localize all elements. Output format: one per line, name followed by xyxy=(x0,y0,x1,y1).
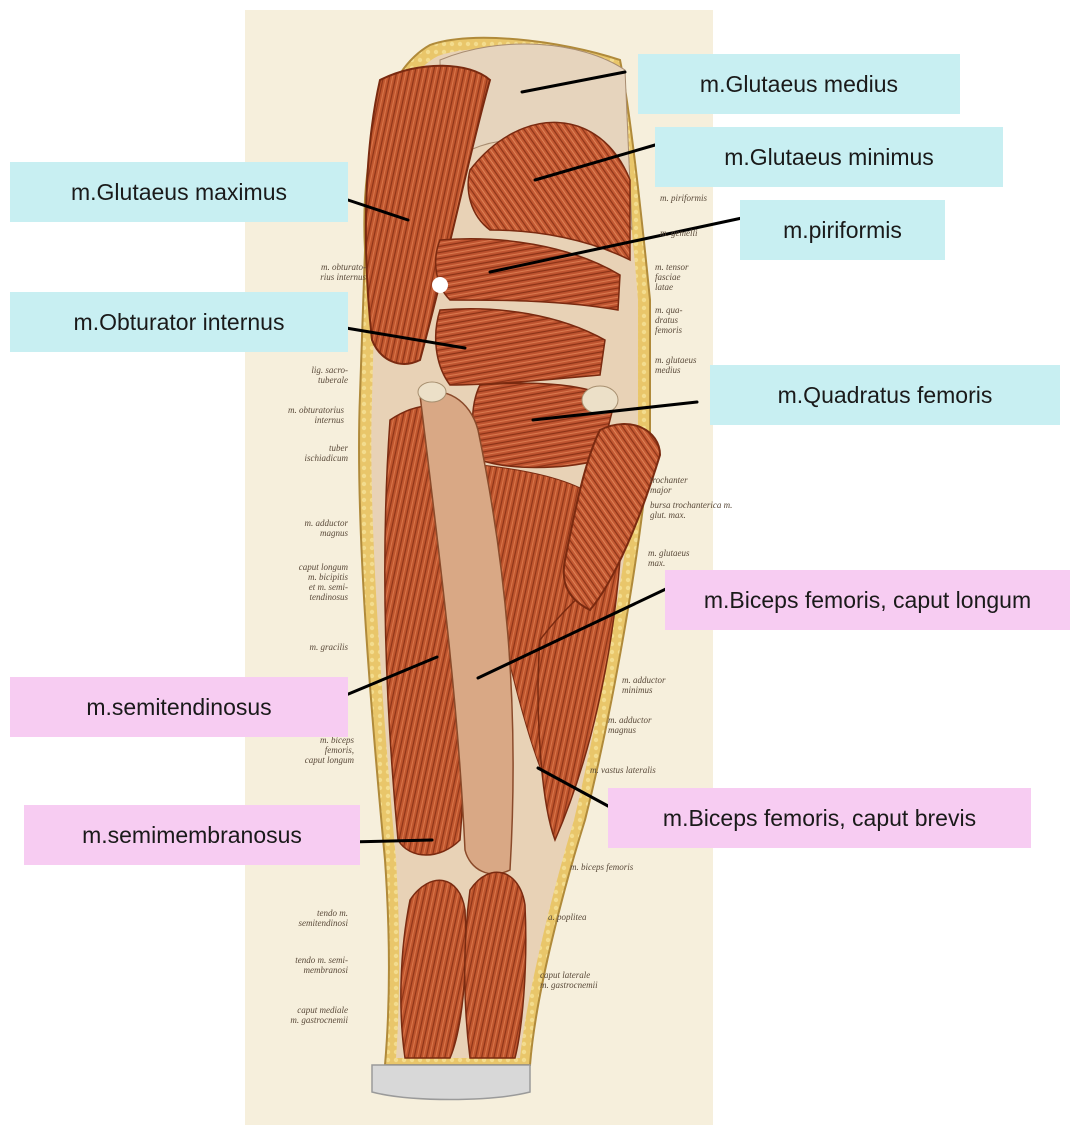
annotation-poplitea: a. poplitea xyxy=(548,912,628,922)
label-biceps-femoris-longum: m.Biceps femoris, caput longum xyxy=(665,570,1070,630)
gastrocnemius-lateral-head xyxy=(465,872,526,1058)
annotation-obturatorius-internus: m. obturato- rius internus xyxy=(268,262,366,282)
annotation-tendo-semitendinosi: tendo m. semitendinosi xyxy=(262,908,348,928)
gastrocnemius-medial-head xyxy=(401,880,466,1058)
annotation-tensor-fasciae: m. tensor fasciae latae xyxy=(655,262,711,292)
label-semimembranosus: m.semimembranosus xyxy=(24,805,360,865)
annotation-glutaeus-medius: m. glutaeus medius xyxy=(655,355,711,375)
annotation-quadratus: m. qua- dratus femoris xyxy=(655,305,711,335)
annotation-biceps-caput-longum: m. biceps femoris, caput longum xyxy=(262,735,354,765)
annotation-bursa: bursa trochanterica m. glut. max. xyxy=(650,500,712,520)
label-piriformis: m.piriformis xyxy=(740,200,945,260)
label-obturator-internus: m.Obturator internus xyxy=(10,292,348,352)
label-glutaeus-minimus: m.Glutaeus minimus xyxy=(655,127,1003,187)
annotation-obturatorius-internus-2: m. obturatorius internus xyxy=(252,405,344,425)
label-quadratus-femoris: m.Quadratus femoris xyxy=(710,365,1060,425)
ischial-tuberosity xyxy=(418,382,446,402)
annotation-gemelli: m. gemelli xyxy=(660,228,712,238)
annotation-vastus-lateralis: m. vastus lateralis xyxy=(590,765,690,775)
label-glutaeus-medius: m.Glutaeus medius xyxy=(638,54,960,114)
annotation-caput-laterale: caput laterale m. gastrocnemii xyxy=(540,970,640,990)
annotation-lig-sacrotuberale: lig. sacro- tuberale xyxy=(268,365,348,385)
annotation-adductor-minimus: m. adductor minimus xyxy=(622,675,692,695)
annotation-gracilis: m. gracilis xyxy=(262,642,348,652)
annotation-glutaeus-max: m. glutaeus max. xyxy=(648,548,708,568)
annotation-tuber-ischiadicum: tuber ischiadicum xyxy=(262,443,348,463)
annotation-caput-longum: caput longum m. bicipitis et m. semi- te… xyxy=(262,562,348,602)
label-biceps-femoris-brevis: m.Biceps femoris, caput brevis xyxy=(608,788,1031,848)
leader-semimembranosus xyxy=(348,840,432,842)
annotation-adductor-magnus-r: m. adductor magnus xyxy=(608,715,678,735)
sciatic-notch xyxy=(432,277,448,293)
annotation-biceps-femoris: m. biceps femoris xyxy=(570,862,670,872)
annotation-tendo-semimembranosi: tendo m. semi- membranosi xyxy=(256,955,348,975)
annotation-adductor-magnus: m. adductor magnus xyxy=(262,518,348,538)
annotation-caput-mediale: caput mediale m. gastrocnemii xyxy=(256,1005,348,1025)
leg-stump xyxy=(372,1065,530,1100)
label-semitendinosus: m.semitendinosus xyxy=(10,677,348,737)
annotation-piriformis: m. piriformis xyxy=(660,193,712,203)
annotation-trochanter: trochanter major xyxy=(650,475,710,495)
label-glutaeus-maximus: m.Glutaeus maximus xyxy=(10,162,348,222)
